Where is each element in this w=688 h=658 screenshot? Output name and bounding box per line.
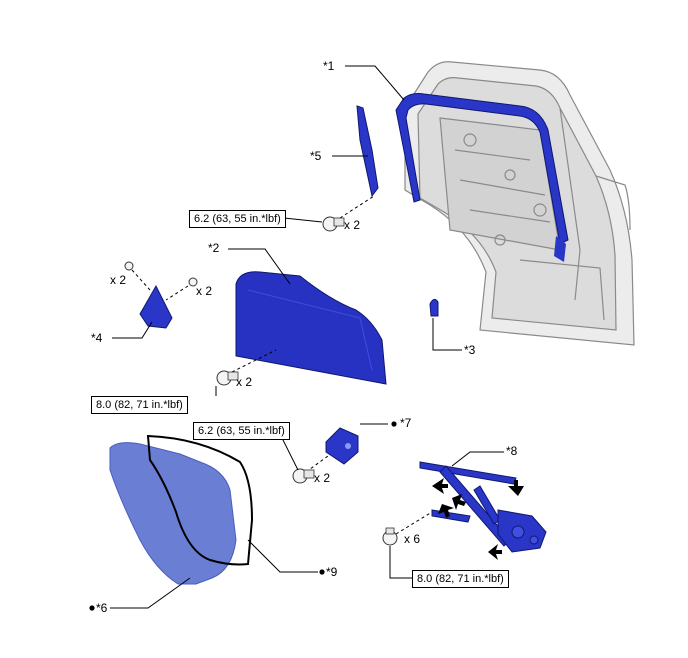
qty-upper: x 2 [344, 218, 361, 232]
dash-8 [395, 511, 433, 535]
qty-tri-left: x 2 [110, 273, 127, 287]
dash-7 [305, 455, 329, 473]
bullet-9 [319, 569, 325, 575]
torque-spec-upper: 6.2 (63, 55 in.*lbf) [189, 210, 286, 228]
callout-8: *8 [506, 444, 518, 458]
bolt-mid-icon [292, 468, 315, 484]
callout-2: *2 [208, 241, 220, 255]
dash-4a [131, 269, 151, 291]
qty-tri-right: x 2 [196, 284, 213, 298]
service-hole-cover-part [109, 442, 237, 585]
bracket-part [325, 427, 359, 465]
bullet-6 [89, 605, 95, 611]
direction-arrows [432, 478, 524, 560]
division-bar-part [356, 105, 379, 198]
torque-spec-glass: 8.0 (82, 71 in.*lbf) [91, 396, 188, 414]
qty-regulator: x 6 [404, 532, 421, 546]
leader-9 [247, 539, 318, 573]
leader-8 [451, 451, 504, 467]
qty-glass: x 2 [236, 375, 253, 389]
callout-3: *3 [464, 343, 476, 357]
dash-5 [339, 195, 375, 219]
bullet-7 [391, 421, 397, 427]
triangle-cover-part [139, 284, 173, 329]
glass-run-part [395, 93, 569, 262]
dash-4b [165, 285, 189, 301]
window-regulator-part [419, 461, 547, 553]
callout-9: *9 [326, 565, 338, 579]
bolt-upper-icon [322, 216, 345, 232]
torque-spec-regulator: 8.0 (82, 71 in.*lbf) [412, 570, 509, 588]
leader-3 [432, 318, 462, 351]
callout-6: *6 [96, 601, 108, 615]
bolt-glass-icon [216, 370, 239, 386]
callout-5: *5 [310, 149, 322, 163]
sealant-line [146, 434, 254, 566]
torque-spec-mid: 6.2 (63, 55 in.*lbf) [193, 422, 290, 440]
callout-4: *4 [91, 331, 103, 345]
leader-2 [228, 248, 291, 285]
leader-torque-mid [281, 437, 299, 471]
callout-1: *1 [323, 59, 335, 73]
screw-left-icon [124, 261, 134, 271]
callout-7: *7 [400, 416, 412, 430]
screw-right-icon [188, 277, 198, 287]
leader-torque-upper [283, 217, 323, 223]
bolt-regulator-icon [382, 527, 398, 546]
leader-1 [345, 65, 405, 101]
qty-mid: x 2 [314, 471, 331, 485]
leader-6 [110, 577, 191, 609]
leader-4 [112, 321, 153, 339]
dash-2 [231, 349, 277, 373]
leader-regulator-torque [389, 546, 412, 579]
clip-part [429, 298, 439, 317]
door-glass-part [235, 271, 387, 385]
rear-door-frame [404, 61, 635, 346]
